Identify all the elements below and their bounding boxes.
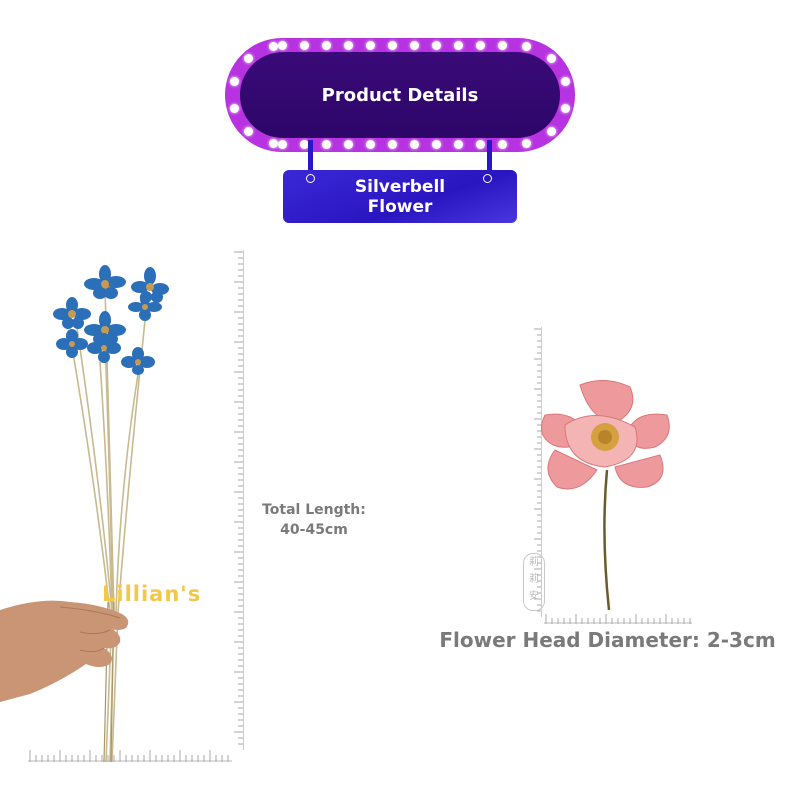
marquee-bulb [475, 41, 485, 50]
marquee-bulb [475, 140, 485, 149]
marquee-bulb [244, 127, 254, 137]
marquee-bulb [409, 140, 419, 149]
marquee-bulb [229, 76, 239, 86]
horizontal-ruler-left [28, 750, 232, 762]
brand-watermark: Lillian's [102, 582, 202, 606]
vertical-ruler-left [234, 250, 244, 750]
marquee-bulb [453, 41, 463, 50]
marquee-bulb [431, 140, 441, 149]
sign-rod-right [487, 140, 492, 174]
page-title: Product Details [321, 84, 479, 106]
marquee-bulb [546, 53, 556, 63]
seal-stamp: 莉莉安 [523, 553, 545, 611]
marquee-bulb [343, 41, 353, 50]
marquee-bulb [365, 41, 375, 50]
horizontal-ruler-right [544, 614, 692, 624]
marquee-bulb [277, 41, 287, 50]
sign-rod-left [308, 140, 313, 174]
marquee-bulb [244, 53, 254, 63]
marquee-bulb [453, 140, 463, 149]
marquee-bulb [277, 140, 287, 149]
marquee-bulb [546, 127, 556, 137]
product-name: Silverbell Flower [354, 176, 446, 217]
sign-title-panel: Product Details [240, 52, 560, 138]
blue-flowers [53, 265, 169, 375]
marquee-bulb [268, 41, 278, 51]
marquee-bulb [343, 140, 353, 149]
marquee-bulb [431, 41, 441, 50]
marquee-bulb [365, 140, 375, 149]
seal-character: 莉 [529, 574, 539, 585]
marquee-bulb [522, 139, 532, 149]
marquee-bulb [409, 41, 419, 50]
product-name-plate: Silverbell Flower [283, 170, 517, 223]
marquee-bulb [497, 41, 507, 50]
vertical-ruler-right [534, 327, 542, 617]
marquee-bulb [522, 41, 532, 51]
marquee-bulb [299, 140, 309, 149]
marquee-bulb [561, 104, 571, 114]
marquee-sign: Product Details [225, 38, 575, 152]
marquee-bulb [387, 140, 397, 149]
blue-flower-bouquet-image [0, 265, 169, 763]
seal-character: 安 [529, 591, 539, 602]
marquee-bulb [497, 140, 507, 149]
hand-image [0, 600, 129, 702]
total-length-caption: Total Length: 40-45cm [252, 500, 376, 540]
marquee-bulb [299, 41, 309, 50]
marquee-bulb [561, 76, 571, 86]
marquee-bulb [387, 41, 397, 50]
flower-head-diameter-caption: Flower Head Diameter: 2-3cm [439, 628, 776, 652]
total-length-label: Total Length: [262, 502, 366, 518]
plate-ring-right [483, 174, 492, 183]
marquee-bulb [321, 41, 331, 50]
marquee-bulb [229, 104, 239, 114]
pink-flower-image [540, 380, 670, 611]
marquee-bulb [321, 140, 331, 149]
seal-character: 莉 [529, 557, 539, 568]
total-length-value: 40-45cm [280, 522, 348, 538]
plate-ring-left [306, 174, 315, 183]
marquee-bulb [268, 139, 278, 149]
